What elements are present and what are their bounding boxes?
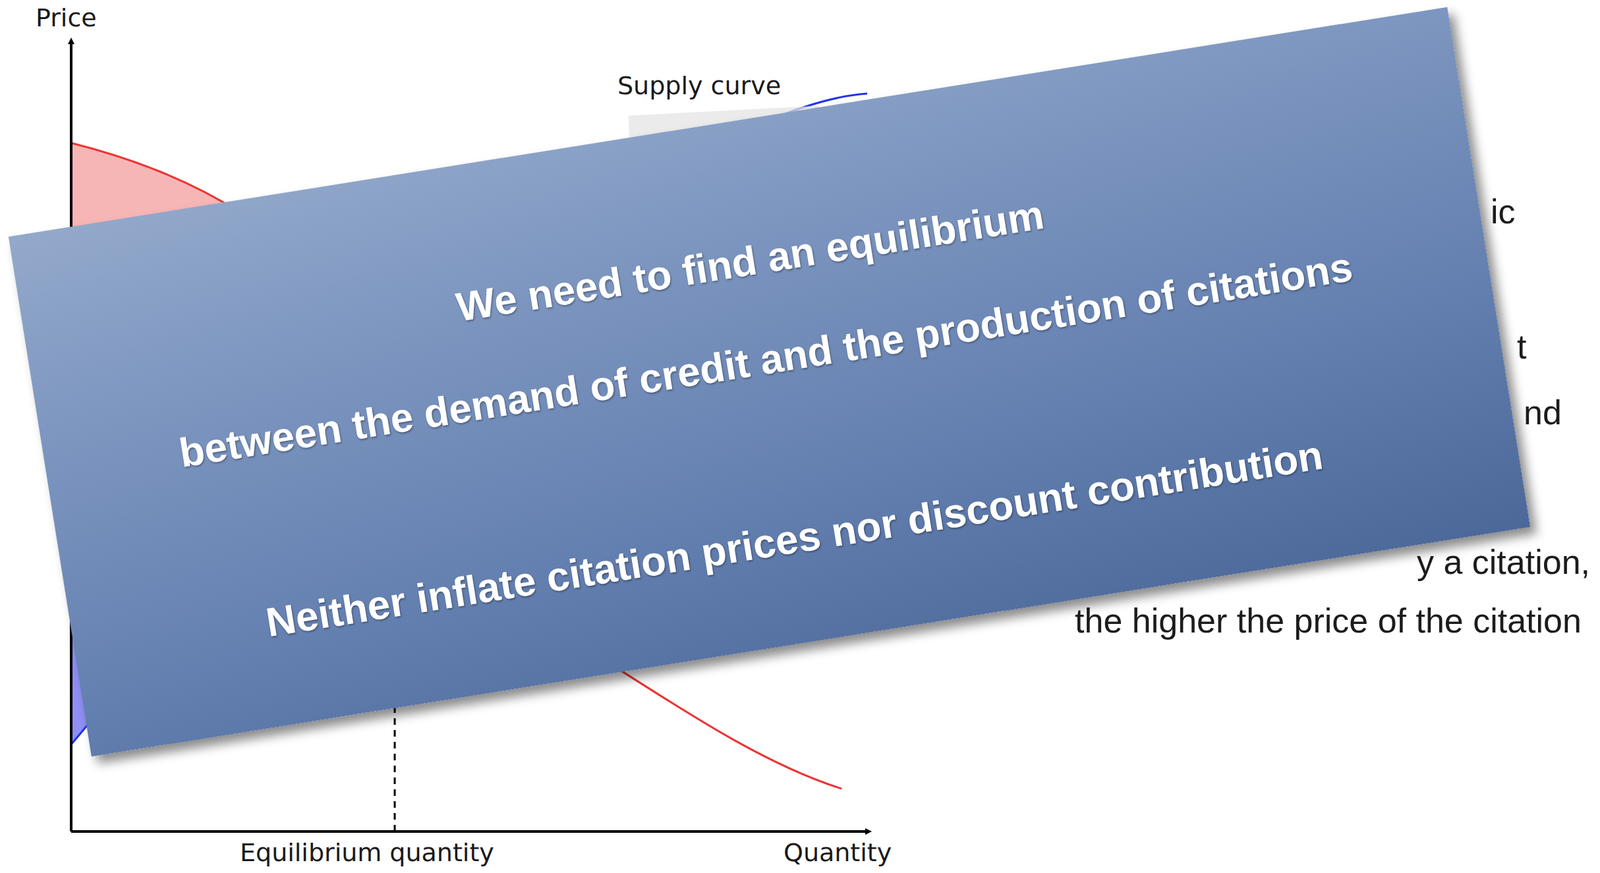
curve-label: Supply curve: [617, 71, 781, 102]
note-fragment: nd: [1523, 392, 1562, 433]
note-fragment: y a citation,: [1416, 541, 1591, 583]
axis-title: Quantity: [783, 838, 892, 869]
axis-label: Equilibrium quantity: [239, 838, 495, 869]
banner-box: We need to find an equilibriumbetween th…: [7, 6, 1530, 757]
note-text: the higher the price of the citation: [1066, 588, 1591, 654]
note-fragment: ic: [1490, 191, 1516, 232]
axis-title: Price: [35, 3, 97, 34]
note-fragment: t: [1516, 326, 1527, 368]
quantity-axis: [71, 830, 869, 833]
